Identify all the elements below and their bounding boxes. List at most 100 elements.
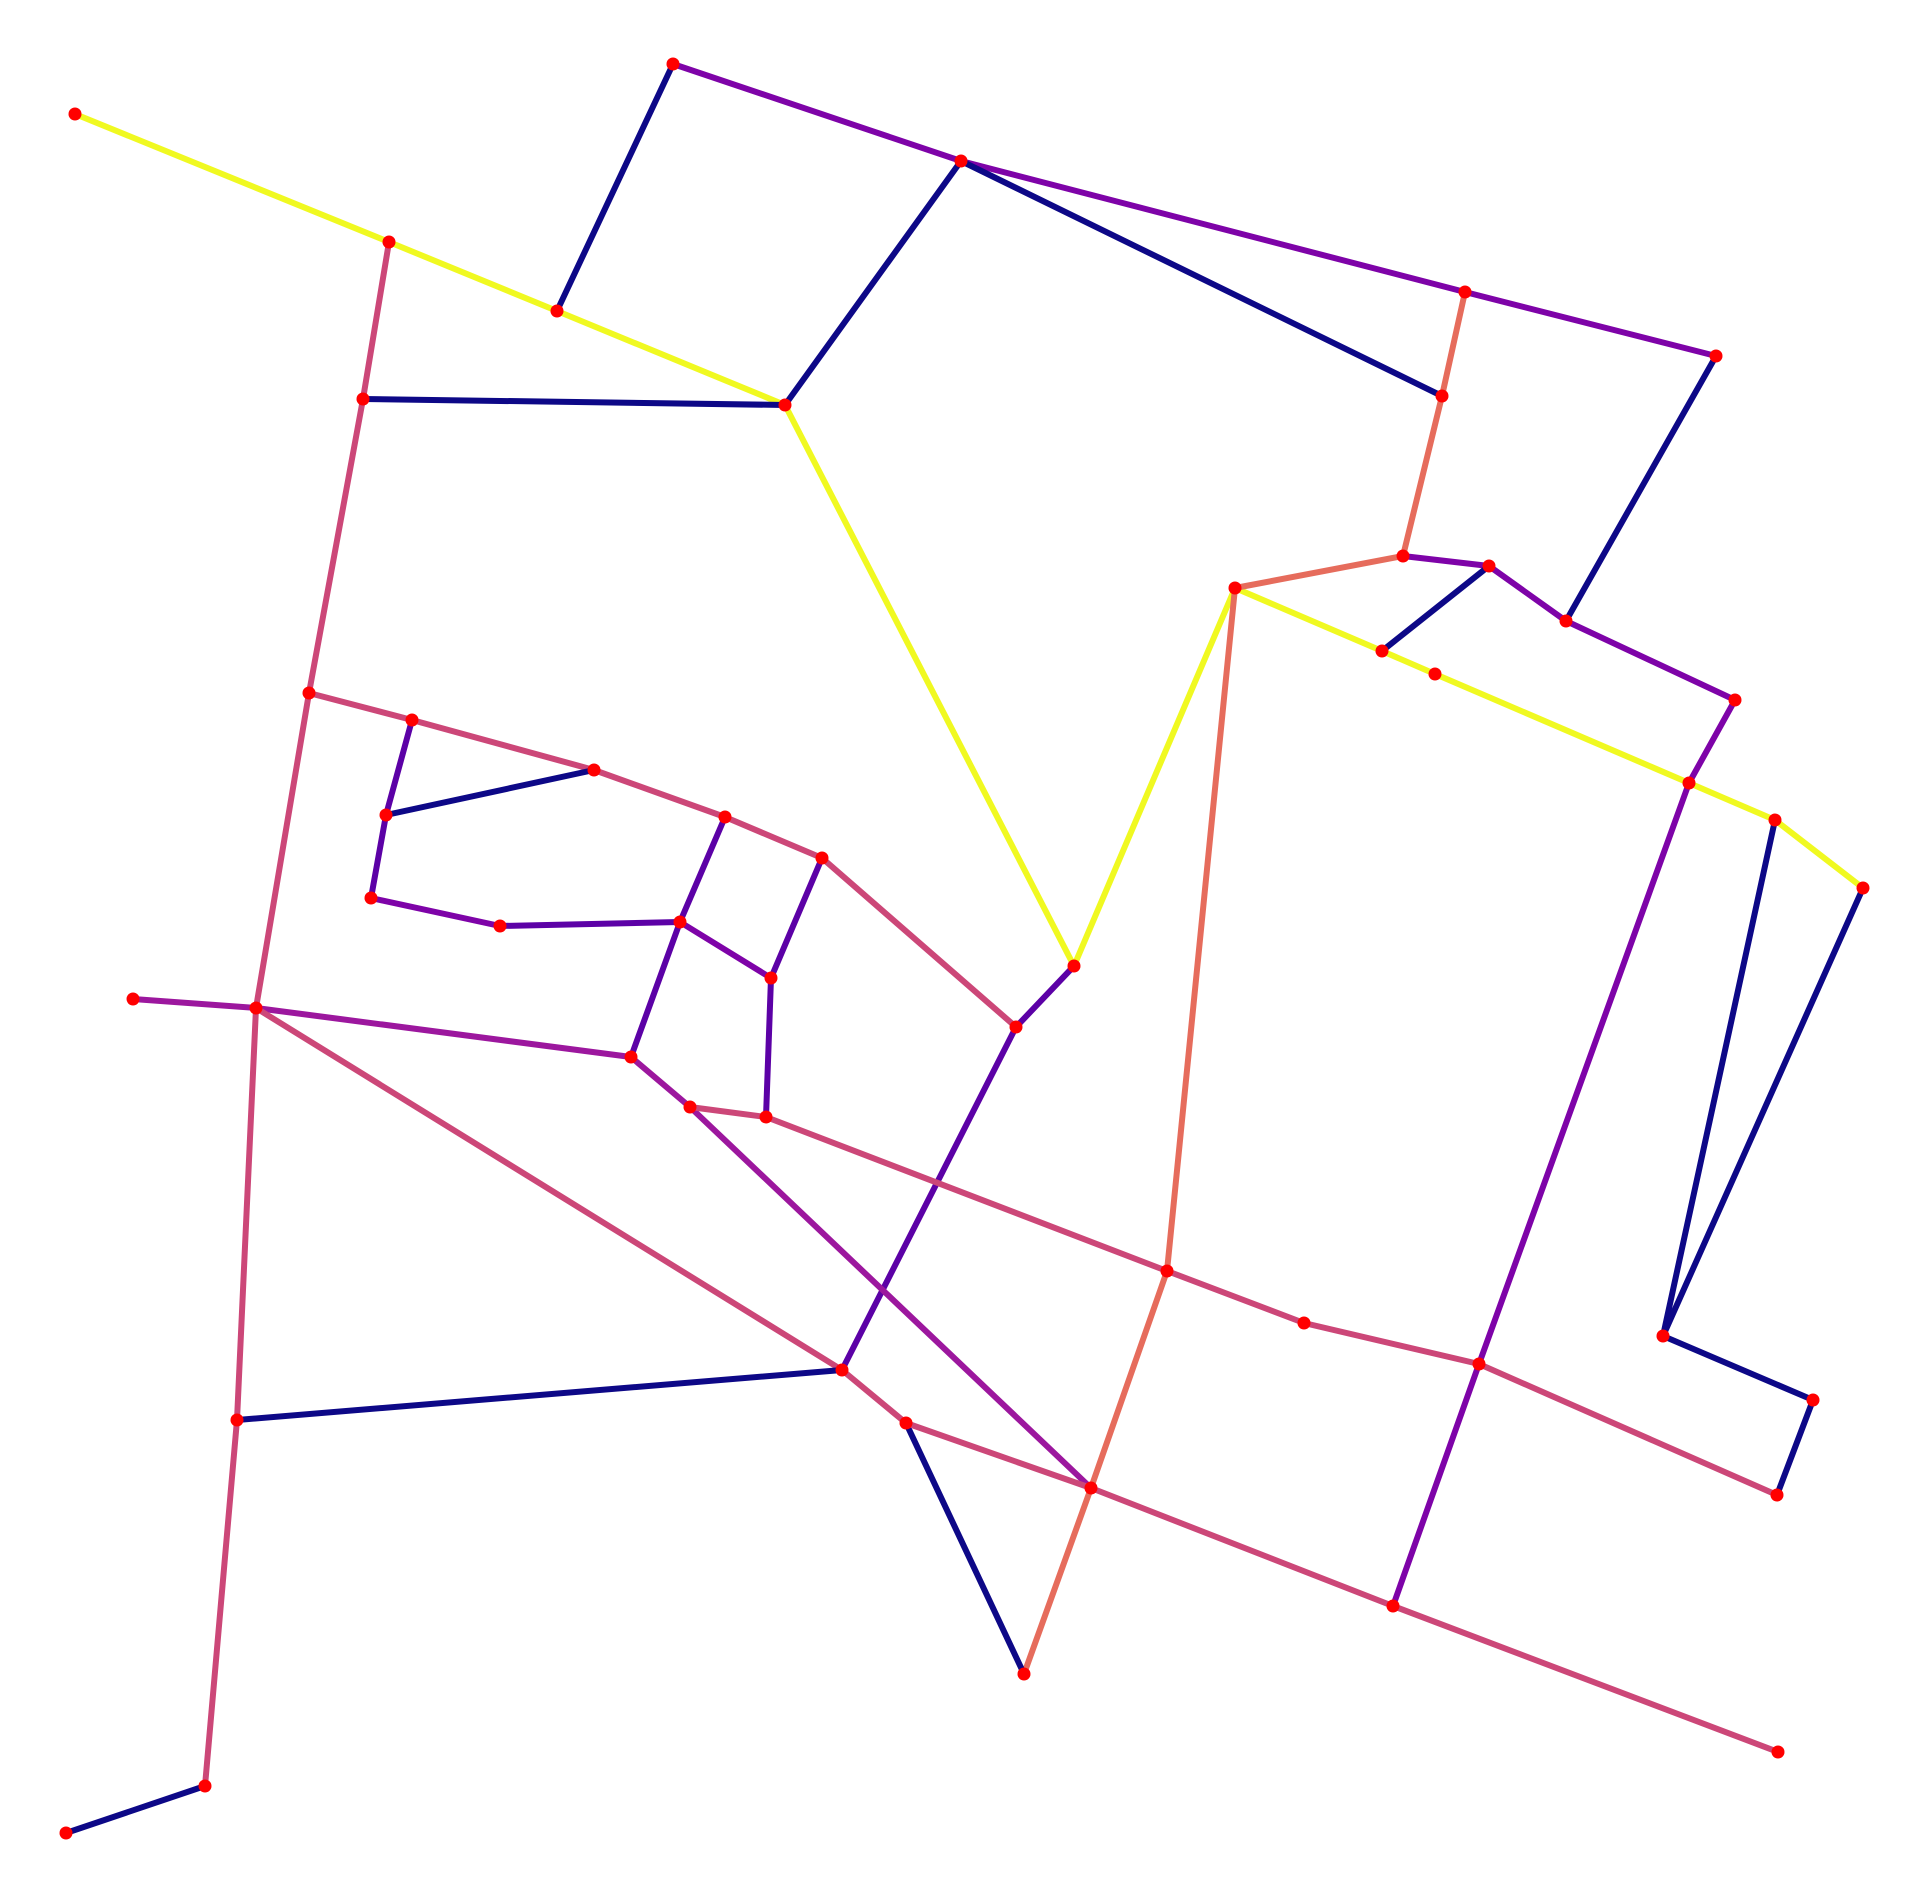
edge-n15-n17 <box>1400 393 1445 559</box>
edge-n40-n48 <box>1390 1361 1482 1609</box>
edge-n47-n48 <box>1088 1485 1396 1609</box>
node-n52 <box>59 1826 73 1840</box>
node-n04 <box>778 398 792 412</box>
edge-n39-n40 <box>1301 1320 1482 1367</box>
node-n13 <box>1458 285 1472 299</box>
node-n26 <box>1067 959 1081 973</box>
edge-n31-n37 <box>763 975 774 1120</box>
edge-n04-n26 <box>782 402 1077 969</box>
edge-n48-n49 <box>1390 1603 1781 1755</box>
edge-n32-n45 <box>839 1024 1019 1373</box>
node-n10 <box>1856 881 1870 895</box>
edge-n37-n38 <box>763 1114 1170 1274</box>
node-n49 <box>1771 1745 1785 1759</box>
edge-n18-n19 <box>1486 563 1569 624</box>
node-n14 <box>1709 349 1723 363</box>
edge-n21-n34 <box>253 690 312 1011</box>
node-n35 <box>624 1050 638 1064</box>
node-n19 <box>1559 614 1573 628</box>
edge-n29-n30 <box>497 919 683 929</box>
node-n44 <box>230 1413 244 1427</box>
node-n33 <box>126 992 140 1006</box>
node-n08 <box>1682 776 1696 790</box>
node-n16 <box>356 392 370 406</box>
edge-n08-n09 <box>1686 780 1778 823</box>
edge-n19-n20 <box>1563 618 1738 703</box>
node-n24 <box>718 810 732 824</box>
edges-layer <box>63 61 1866 1836</box>
edge-n12-n13 <box>958 158 1468 295</box>
edge-n38-n47 <box>1088 1268 1170 1491</box>
edge-n46-n50 <box>903 1420 1027 1677</box>
edge-n20-n08 <box>1686 697 1738 786</box>
edge-n14-n19 <box>1563 353 1719 624</box>
edge-n08-n40 <box>1476 780 1692 1367</box>
node-n27 <box>379 808 393 822</box>
edge-n12-n15 <box>958 158 1445 399</box>
edge-n05-n06 <box>1232 585 1385 654</box>
node-n25 <box>815 851 829 865</box>
edge-n23-n24 <box>591 767 728 820</box>
node-n39 <box>1297 1316 1311 1330</box>
edge-n11-n12 <box>670 61 964 164</box>
edge-n01-n02 <box>72 111 392 245</box>
edge-n05-n38 <box>1164 585 1238 1274</box>
edge-n17-n05 <box>1232 553 1406 591</box>
edge-n30-n24 <box>677 814 728 925</box>
node-n40 <box>1472 1357 1486 1371</box>
node-n48 <box>1386 1599 1400 1613</box>
node-n36 <box>683 1100 697 1114</box>
edge-n13-n15 <box>1439 289 1468 399</box>
node-n34 <box>249 1001 263 1015</box>
node-n17 <box>1396 549 1410 563</box>
node-n23 <box>587 763 601 777</box>
node-n06 <box>1375 644 1389 658</box>
node-n42 <box>1656 1329 1670 1343</box>
edge-n44-n51 <box>202 1417 240 1789</box>
nodes-layer <box>59 57 1870 1840</box>
node-n22 <box>405 713 419 727</box>
edge-n38-n39 <box>1164 1268 1307 1326</box>
edge-n22-n27 <box>383 717 415 818</box>
edge-n35-n36 <box>628 1054 693 1110</box>
edge-n22-n23 <box>409 717 597 773</box>
node-n03 <box>550 304 564 318</box>
node-n46 <box>899 1416 913 1430</box>
node-n05 <box>1228 581 1242 595</box>
edge-n51-n52 <box>63 1783 208 1836</box>
edge-n32-n26 <box>1013 963 1077 1030</box>
edge-n10-n42 <box>1660 885 1866 1339</box>
edge-n33-n34 <box>130 996 259 1011</box>
node-n43 <box>1806 1393 1820 1407</box>
edge-n40-n41 <box>1476 1361 1780 1498</box>
edge-n09-n42 <box>1660 817 1778 1339</box>
edge-n02-n16 <box>360 239 392 402</box>
node-n11 <box>666 57 680 71</box>
node-n28 <box>364 891 378 905</box>
node-n18 <box>1482 559 1496 573</box>
edge-n25-n32 <box>819 855 1019 1030</box>
edge-n34-n44 <box>234 1005 259 1423</box>
node-n29 <box>493 919 507 933</box>
edge-n45-n46 <box>839 1367 909 1426</box>
edge-n18-n06 <box>1379 563 1492 654</box>
node-n12 <box>954 154 968 168</box>
node-n07 <box>1428 667 1442 681</box>
node-n37 <box>759 1110 773 1124</box>
node-n21 <box>302 686 316 700</box>
edge-n06-n07 <box>1379 648 1438 677</box>
node-n01 <box>68 107 82 121</box>
edge-n44-n45 <box>234 1367 845 1423</box>
node-n20 <box>1728 693 1742 707</box>
edge-n11-n03 <box>554 61 676 314</box>
edge-n46-n47 <box>903 1420 1094 1491</box>
node-n50 <box>1017 1667 1031 1681</box>
node-n41 <box>1770 1488 1784 1502</box>
node-n45 <box>835 1363 849 1377</box>
edge-n30-n31 <box>677 919 774 981</box>
edge-n13-n14 <box>1462 289 1719 359</box>
edge-n36-n37 <box>687 1104 769 1120</box>
edge-n17-n18 <box>1400 553 1492 569</box>
edge-n27-n23 <box>383 767 597 818</box>
node-n31 <box>764 971 778 985</box>
